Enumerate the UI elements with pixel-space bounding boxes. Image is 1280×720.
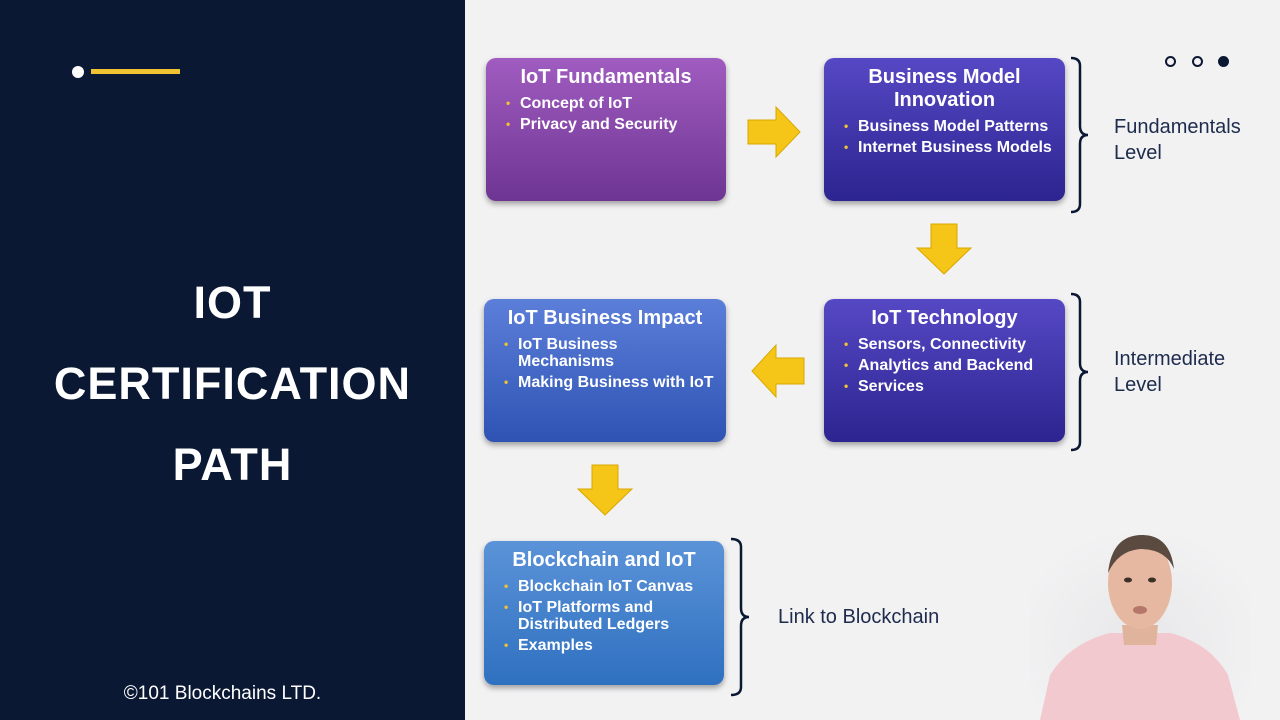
list-item: Examples [504, 637, 712, 654]
box-title: IoT Business Impact [507, 307, 703, 329]
list-item: IoT Business Mechanisms [504, 336, 714, 370]
presenter-neck [1122, 625, 1158, 645]
level-label-line: Level [1114, 374, 1162, 396]
presenter-shirt [1040, 633, 1240, 720]
presenter-face [1108, 537, 1172, 629]
box-title: IoT Fundamentals [520, 66, 692, 88]
presenter-hair [1108, 535, 1174, 573]
dot-icon [1192, 56, 1203, 67]
box-item-list: Business Model Patterns Internet Busines… [836, 118, 1053, 156]
list-item: Sensors, Connectivity [844, 336, 1053, 353]
left-panel: IOT CERTIFICATION PATH ©101 Blockchains … [0, 0, 465, 720]
presenter-video [1030, 525, 1250, 720]
presenter-eye [1124, 577, 1132, 583]
presenter-mouth [1133, 606, 1147, 614]
copyright-text: ©101 Blockchains LTD. [123, 683, 322, 704]
box-iot-fundamentals: IoT Fundamentals Concept of IoT Privacy … [486, 58, 726, 201]
box-item-list: IoT Business Mechanisms Making Business … [496, 336, 714, 391]
list-item: Concept of IoT [506, 95, 714, 112]
box-blockchain-and-iot: Blockchain and IoT Blockchain IoT Canvas… [484, 541, 724, 685]
level-label-line: Level [1114, 142, 1162, 164]
level-label-line: Fundamentals [1114, 116, 1241, 138]
level-label-fundamentals: Fundamentals Level [1114, 114, 1241, 166]
box-iot-technology: IoT Technology Sensors, Connectivity Ana… [824, 299, 1065, 442]
arrow-left-icon [751, 343, 805, 399]
box-title: IoT Technology [871, 307, 1018, 329]
box-business-model-innovation: Business Model Innovation Business Model… [824, 58, 1065, 201]
list-item: Internet Business Models [844, 139, 1053, 156]
box-item-list: Sensors, Connectivity Analytics and Back… [836, 336, 1053, 395]
box-title: Business Model Innovation [868, 66, 1021, 111]
title-line-1: IOT [193, 277, 272, 328]
list-item: Business Model Patterns [844, 118, 1053, 135]
list-item: IoT Platforms and Distributed Ledgers [504, 599, 712, 633]
three-dots-icon [1165, 56, 1235, 72]
page-title: IOT CERTIFICATION PATH [0, 262, 465, 505]
list-item: Making Business with IoT [504, 374, 714, 391]
arrow-down-icon [915, 223, 973, 275]
box-iot-business-impact: IoT Business Impact IoT Business Mechani… [484, 299, 726, 442]
right-bracket-icon [730, 537, 750, 697]
level-label-intermediate: Intermediate Level [1114, 346, 1225, 398]
list-item: Privacy and Security [506, 116, 714, 133]
decorative-line [91, 69, 180, 74]
box-item-list: Concept of IoT Privacy and Security [498, 95, 714, 133]
decorative-dot [72, 66, 84, 78]
dot-icon [1165, 56, 1176, 67]
right-bracket-icon [1070, 56, 1089, 214]
list-item: Analytics and Backend [844, 357, 1053, 374]
list-item: Blockchain IoT Canvas [504, 578, 712, 595]
dot-icon [1218, 56, 1229, 67]
level-label-line: Intermediate [1114, 348, 1226, 370]
title-line-2: CERTIFICATION [53, 358, 412, 409]
arrow-right-icon [747, 105, 801, 159]
arrow-down-icon [576, 464, 634, 516]
title-line-3: PATH [172, 439, 293, 490]
level-label-blockchain: Link to Blockchain [778, 606, 940, 628]
box-item-list: Blockchain IoT Canvas IoT Platforms and … [496, 578, 712, 654]
box-title: Blockchain and IoT [512, 549, 696, 571]
presenter-eye [1148, 577, 1156, 583]
list-item: Services [844, 378, 1053, 395]
right-bracket-icon [1070, 292, 1089, 452]
